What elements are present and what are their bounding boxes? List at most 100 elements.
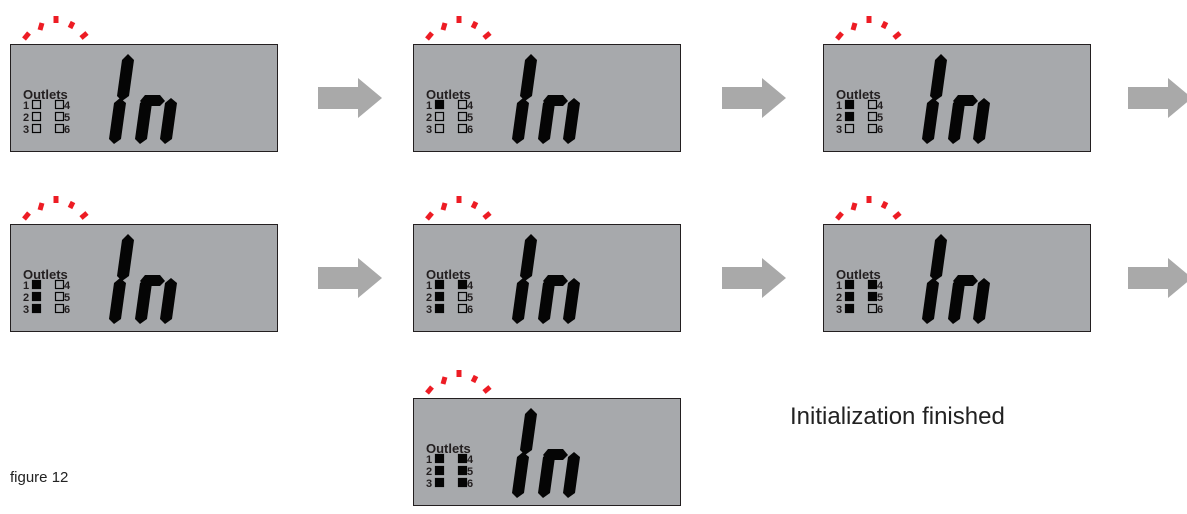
outlet-on-square-icon [434, 465, 445, 476]
outlet-number: 1 [23, 280, 29, 292]
outlet-6-indicator: 6 [867, 303, 883, 316]
arrow-right-icon [318, 258, 382, 298]
outlet-5-indicator: 5 [54, 291, 70, 304]
outlet-off-square-icon [867, 99, 878, 110]
blink-indicator-icon [425, 370, 492, 395]
outlet-on-square-icon [844, 279, 855, 290]
outlet-6-indicator: 6 [54, 303, 70, 316]
outlets-label: Outlets [426, 441, 471, 456]
blink-indicator-icon [22, 16, 89, 41]
outlet-1-indicator: 1 [426, 99, 445, 112]
outlet-2-indicator: 2 [23, 291, 42, 304]
outlet-number: 1 [23, 100, 29, 112]
outlet-1-indicator: 1 [836, 279, 855, 292]
initialization-finished-caption: Initialization finished [790, 403, 1005, 430]
outlet-number: 1 [426, 454, 432, 466]
outlet-off-square-icon [54, 123, 65, 134]
outlet-3-indicator: 3 [23, 303, 42, 316]
outlets-label: Outlets [23, 267, 68, 282]
outlet-5-indicator: 5 [54, 111, 70, 124]
outlet-5-indicator: 5 [867, 291, 883, 304]
outlets-label: Outlets [426, 87, 471, 102]
outlet-on-square-icon [434, 291, 445, 302]
outlets-label: Outlets [836, 267, 881, 282]
outlet-5-indicator: 5 [457, 465, 473, 478]
outlet-6-indicator: 6 [54, 123, 70, 136]
outlet-1-indicator: 1 [23, 99, 42, 112]
outlet-off-square-icon [867, 303, 878, 314]
outlet-on-square-icon [867, 279, 878, 290]
outlet-number: 1 [426, 100, 432, 112]
outlet-on-square-icon [434, 453, 445, 464]
outlet-number: 3 [836, 124, 842, 136]
outlet-number: 4 [467, 454, 474, 466]
outlet-4-indicator: 4 [54, 99, 71, 112]
segment-display: In [109, 234, 177, 324]
outlet-1-indicator: 1 [426, 453, 445, 466]
outlet-off-square-icon [457, 303, 468, 314]
outlet-number: 4 [64, 280, 71, 292]
outlet-number: 6 [64, 304, 70, 316]
outlet-off-square-icon [457, 291, 468, 302]
outlet-on-square-icon [844, 111, 855, 122]
outlet-on-square-icon [434, 279, 445, 290]
outlet-number: 6 [64, 124, 70, 136]
outlet-off-square-icon [31, 111, 42, 122]
outlets-label: Outlets [426, 267, 471, 282]
outlet-off-square-icon [867, 123, 878, 134]
outlet-1-indicator: 1 [23, 279, 42, 292]
arrow-right-icon [1128, 78, 1187, 118]
outlet-2-indicator: 2 [426, 291, 445, 304]
outlet-number: 6 [877, 304, 883, 316]
outlet-number: 2 [426, 466, 432, 478]
outlet-2-indicator: 2 [426, 465, 445, 478]
outlet-number: 2 [23, 112, 29, 124]
outlet-on-square-icon [867, 291, 878, 302]
outlet-number: 3 [23, 124, 29, 136]
outlet-off-square-icon [867, 111, 878, 122]
outlet-off-square-icon [844, 123, 855, 134]
outlet-number: 1 [426, 280, 432, 292]
outlet-number: 5 [64, 112, 70, 124]
blink-indicator-icon [425, 16, 492, 41]
outlet-on-square-icon [31, 279, 42, 290]
figure-label: figure 12 [10, 469, 69, 486]
outlet-off-square-icon [31, 123, 42, 134]
outlet-3-indicator: 3 [426, 303, 445, 316]
arrow-right-icon [1128, 258, 1187, 298]
outlet-number: 4 [467, 100, 474, 112]
outlet-1-indicator: 1 [426, 279, 445, 292]
outlet-number: 2 [836, 292, 842, 304]
outlet-number: 2 [426, 292, 432, 304]
outlet-number: 5 [877, 112, 883, 124]
arrow-right-icon [722, 258, 786, 298]
outlet-2-indicator: 2 [426, 111, 445, 124]
segment-display: In [512, 234, 580, 324]
outlet-4-indicator: 4 [457, 279, 474, 292]
outlet-off-square-icon [54, 111, 65, 122]
outlet-3-indicator: 3 [836, 303, 855, 316]
outlets-label: Outlets [836, 87, 881, 102]
outlet-number: 3 [426, 124, 432, 136]
outlet-4-indicator: 4 [54, 279, 71, 292]
outlet-on-square-icon [434, 99, 445, 110]
outlet-on-square-icon [457, 279, 468, 290]
outlet-4-indicator: 4 [867, 99, 884, 112]
outlet-3-indicator: 3 [426, 123, 445, 136]
outlet-5-indicator: 5 [867, 111, 883, 124]
outlet-6-indicator: 6 [457, 303, 473, 316]
outlet-on-square-icon [844, 303, 855, 314]
outlet-number: 2 [426, 112, 432, 124]
outlet-2-indicator: 2 [836, 291, 855, 304]
outlet-off-square-icon [54, 291, 65, 302]
outlet-off-square-icon [434, 111, 445, 122]
segment-display: In [922, 54, 990, 144]
outlet-off-square-icon [457, 123, 468, 134]
blink-indicator-icon [835, 16, 902, 41]
